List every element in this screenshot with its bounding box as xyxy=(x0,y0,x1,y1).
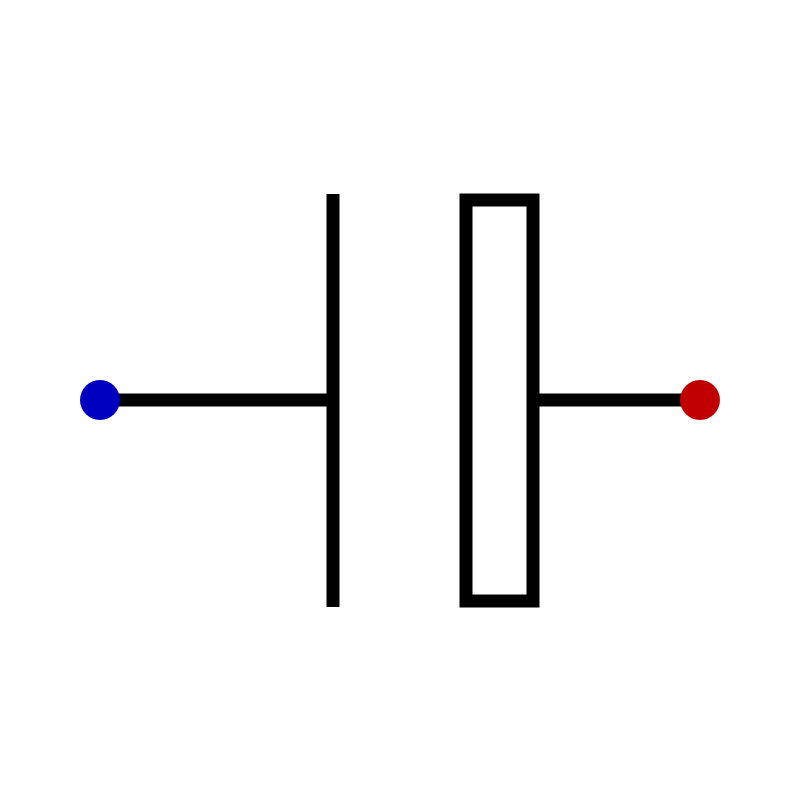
right-terminal[interactable] xyxy=(680,380,720,420)
plate-rectangle xyxy=(459,193,540,608)
left-terminal[interactable] xyxy=(80,380,120,420)
